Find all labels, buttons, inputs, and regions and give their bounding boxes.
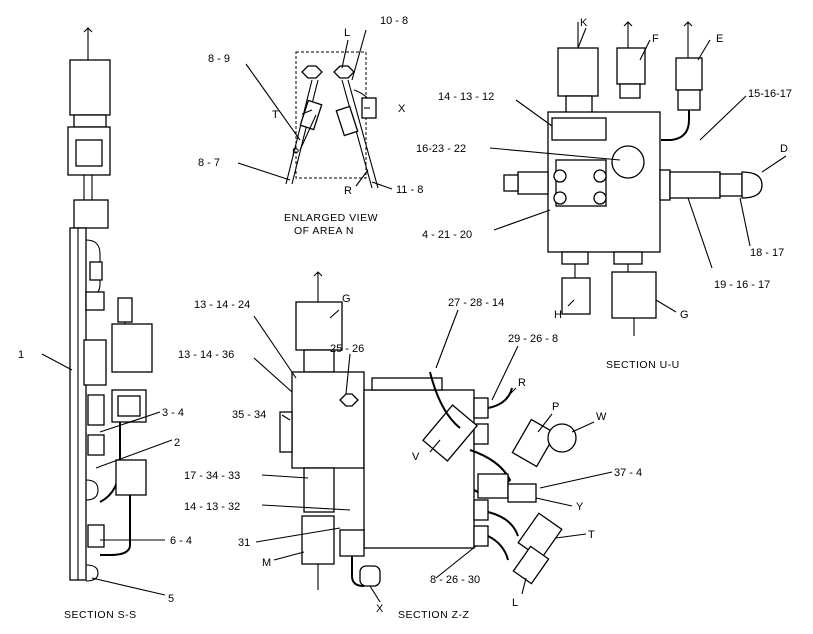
- caption-section-uu: SECTION U-U: [606, 359, 680, 371]
- callout-35-34: 35 - 34: [232, 409, 266, 421]
- callout-r-zz: R: [518, 377, 526, 389]
- callout-8-26-30: 8 - 26 - 30: [430, 574, 480, 586]
- callout-6-4: 6 - 4: [170, 535, 192, 547]
- enlarged-view-drawing: [285, 51, 379, 189]
- leader-lines: [41, 27, 787, 603]
- callout-14-13-12: 14 - 13 - 12: [438, 91, 494, 103]
- callout-2: 2: [174, 437, 180, 449]
- callout-x-zz: X: [376, 603, 384, 615]
- callout-w: W: [596, 411, 607, 423]
- callout-8-9: 8 - 9: [208, 53, 230, 65]
- callout-29-26-8: 29 - 26 - 8: [508, 333, 558, 345]
- callout-d: D: [780, 143, 788, 155]
- callout-27-28-14: 27 - 28 - 14: [448, 297, 504, 309]
- callout-18-17: 18 - 17: [750, 247, 784, 259]
- callout-15-16-17: 15-16-17: [748, 88, 792, 100]
- caption-enlarged-view: ENLARGED VIEW: [284, 212, 378, 224]
- callout-8-7: 8 - 7: [198, 157, 220, 169]
- callout-16-23-22: 16-23 - 22: [416, 143, 466, 155]
- callout-v: V: [412, 451, 420, 463]
- callout-14-13-32: 14 - 13 - 32: [184, 501, 240, 513]
- callout-4-21-20: 4 - 21 - 20: [422, 229, 472, 241]
- caption-area-n: OF AREA N: [294, 225, 354, 237]
- callout-g-uu: G: [680, 309, 689, 321]
- callout-25-26: 25 - 26: [330, 343, 364, 355]
- section-uu-drawing: [503, 21, 763, 336]
- callout-y: Y: [576, 501, 584, 513]
- callout-h: H: [554, 309, 562, 321]
- callout-10-8: 10 - 8: [380, 15, 408, 27]
- callout-19-16-17: 19 - 16 - 17: [714, 279, 770, 291]
- callout-e: E: [716, 33, 723, 45]
- callout-37-4: 37 - 4: [614, 467, 642, 479]
- callout-17-34-33: 17 - 34 - 33: [184, 470, 240, 482]
- callout-f: F: [652, 33, 659, 45]
- caption-section-zz: SECTION Z-Z: [398, 609, 469, 621]
- callout-g-zz: G: [342, 293, 351, 305]
- callout-l-zz: L: [512, 597, 518, 609]
- callout-r-enlarged: R: [344, 185, 352, 197]
- callout-13-14-24: 13 - 14 - 24: [194, 299, 250, 311]
- callout-5: 5: [168, 593, 174, 605]
- section-ss-drawing: [67, 27, 153, 582]
- callout-l-enlarged: L: [344, 27, 350, 39]
- callout-x-enlarged: X: [398, 103, 406, 115]
- callout-p-zz: P: [552, 401, 559, 413]
- callout-11-8: 11 - 8: [396, 184, 423, 196]
- caption-section-ss: SECTION S-S: [64, 609, 137, 621]
- callout-k: K: [580, 17, 588, 29]
- callout-p-enlarged: P: [292, 147, 299, 159]
- callout-13-14-36: 13 - 14 - 36: [178, 349, 234, 361]
- callout-31: 31: [238, 537, 250, 549]
- callout-t-zz: T: [588, 529, 595, 541]
- callout-3-4: 3 - 4: [162, 407, 184, 419]
- section-zz-drawing: [279, 271, 577, 590]
- callout-t-enlarged: T: [272, 109, 279, 121]
- callout-1: 1: [18, 349, 24, 361]
- callout-m: M: [262, 557, 271, 569]
